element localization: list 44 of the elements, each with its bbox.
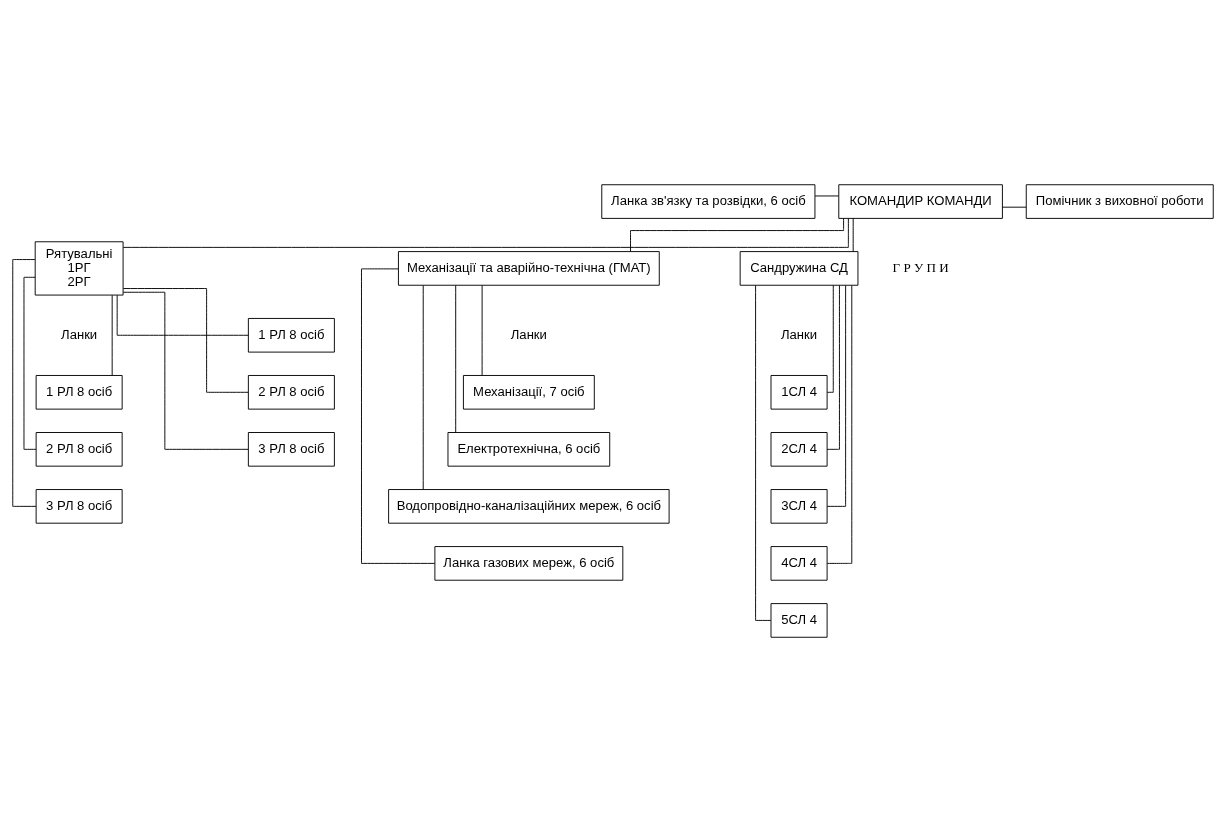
node-box: 1 РЛ 8 осіб bbox=[247, 317, 335, 353]
node-box: Водопровідно-каналізаційних мереж, 6 осіб bbox=[388, 488, 670, 524]
node-box: Ланка газових мереж, 6 осіб bbox=[434, 545, 624, 581]
connector bbox=[122, 291, 249, 450]
connector bbox=[826, 284, 840, 450]
connector bbox=[111, 294, 113, 376]
node-box: 2 РЛ 8 осіб bbox=[35, 431, 123, 467]
node-box: Сандружина СД bbox=[739, 250, 859, 286]
node-box: 1 РЛ 8 осіб bbox=[35, 374, 123, 410]
label: Г Р У П И bbox=[892, 259, 949, 275]
connector bbox=[122, 287, 249, 393]
node-box: Механізації, 7 осіб bbox=[462, 374, 595, 410]
node-box: 3 РЛ 8 осіб bbox=[247, 431, 335, 467]
connector bbox=[23, 276, 37, 450]
label: Ланки bbox=[61, 326, 98, 342]
connector bbox=[422, 284, 424, 490]
connector bbox=[361, 267, 436, 564]
node-box: 3СЛ 4 bbox=[770, 488, 828, 524]
connector bbox=[814, 195, 839, 196]
node-box: Механізації та аварійно-технічна (ГМАТ) bbox=[397, 250, 660, 286]
connector bbox=[116, 294, 249, 336]
node-box: Рятувальні 1РГ 2РГ bbox=[34, 240, 124, 296]
connector bbox=[122, 217, 849, 248]
connector bbox=[12, 258, 37, 507]
node-box: 2СЛ 4 bbox=[770, 431, 828, 467]
connector bbox=[826, 284, 853, 564]
connector bbox=[630, 217, 845, 252]
connector bbox=[852, 217, 854, 252]
connector bbox=[481, 284, 483, 376]
node-box: Ланка зв'язку та розвідки, 6 осіб bbox=[601, 183, 816, 219]
connector bbox=[455, 284, 457, 433]
connector bbox=[1002, 206, 1027, 208]
connector bbox=[826, 284, 847, 507]
node-box: 2 РЛ 8 осіб bbox=[247, 374, 335, 410]
connector bbox=[826, 284, 834, 393]
node-box: Помічник з виховної роботи bbox=[1025, 183, 1214, 219]
node-box: КОМАНДИР КОМАНДИ bbox=[838, 183, 1003, 219]
node-box: Електротехнічна, 6 осіб bbox=[447, 431, 611, 467]
node-box: 3 РЛ 8 осіб bbox=[35, 488, 123, 524]
node-box: 4СЛ 4 bbox=[770, 545, 828, 581]
label: Ланки bbox=[510, 326, 547, 342]
label: Ланки bbox=[781, 326, 818, 342]
node-box: 1СЛ 4 bbox=[770, 374, 828, 410]
node-box: 5СЛ 4 bbox=[770, 602, 828, 638]
